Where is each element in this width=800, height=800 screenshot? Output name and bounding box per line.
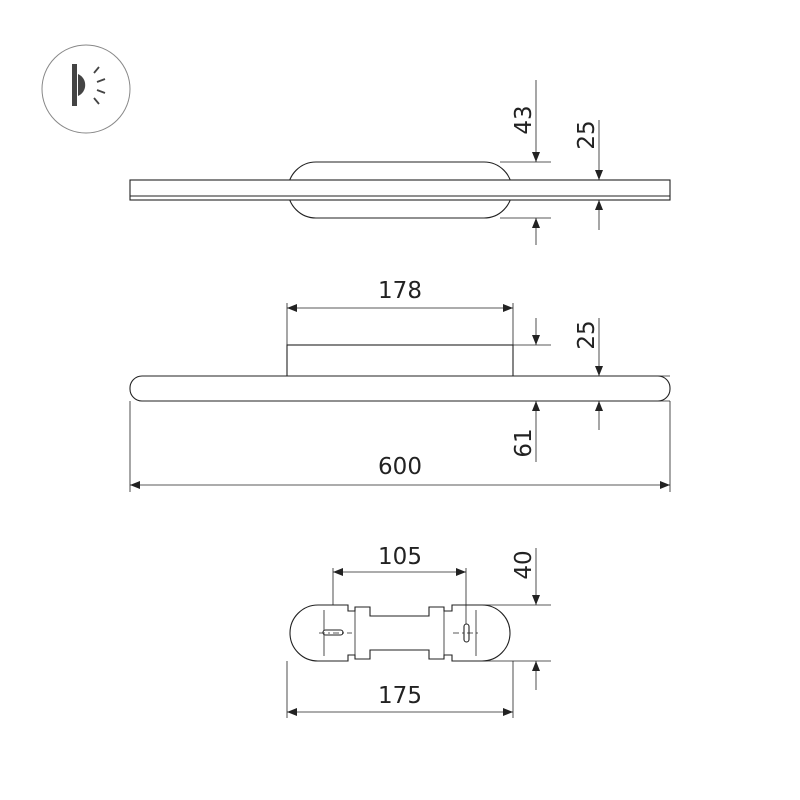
mount-slot-left: [322, 629, 344, 636]
front-view: 178 25 61 600: [129, 278, 671, 492]
dim-total-length: 600: [378, 454, 422, 480]
wall-lamp-light-icon: [41, 44, 131, 134]
mounting-plate-view: 105 40 175: [286, 544, 551, 718]
dim-front-plate-height: 25: [574, 320, 600, 349]
dim-front-total-height: 61: [511, 428, 537, 457]
dim-box-width: 178: [378, 278, 422, 304]
top-view-plate: [129, 179, 671, 201]
dim-side-plate-height: 25: [574, 120, 600, 149]
front-view-plate: [129, 375, 671, 402]
dim-hole-spacing: 105: [378, 544, 422, 570]
dim-side-total-height: 43: [511, 105, 537, 134]
dim-mount-height: 40: [511, 550, 537, 579]
dim-mount-width: 175: [378, 683, 422, 709]
front-view-box: [286, 344, 514, 379]
top-view: 43 25: [129, 80, 671, 245]
